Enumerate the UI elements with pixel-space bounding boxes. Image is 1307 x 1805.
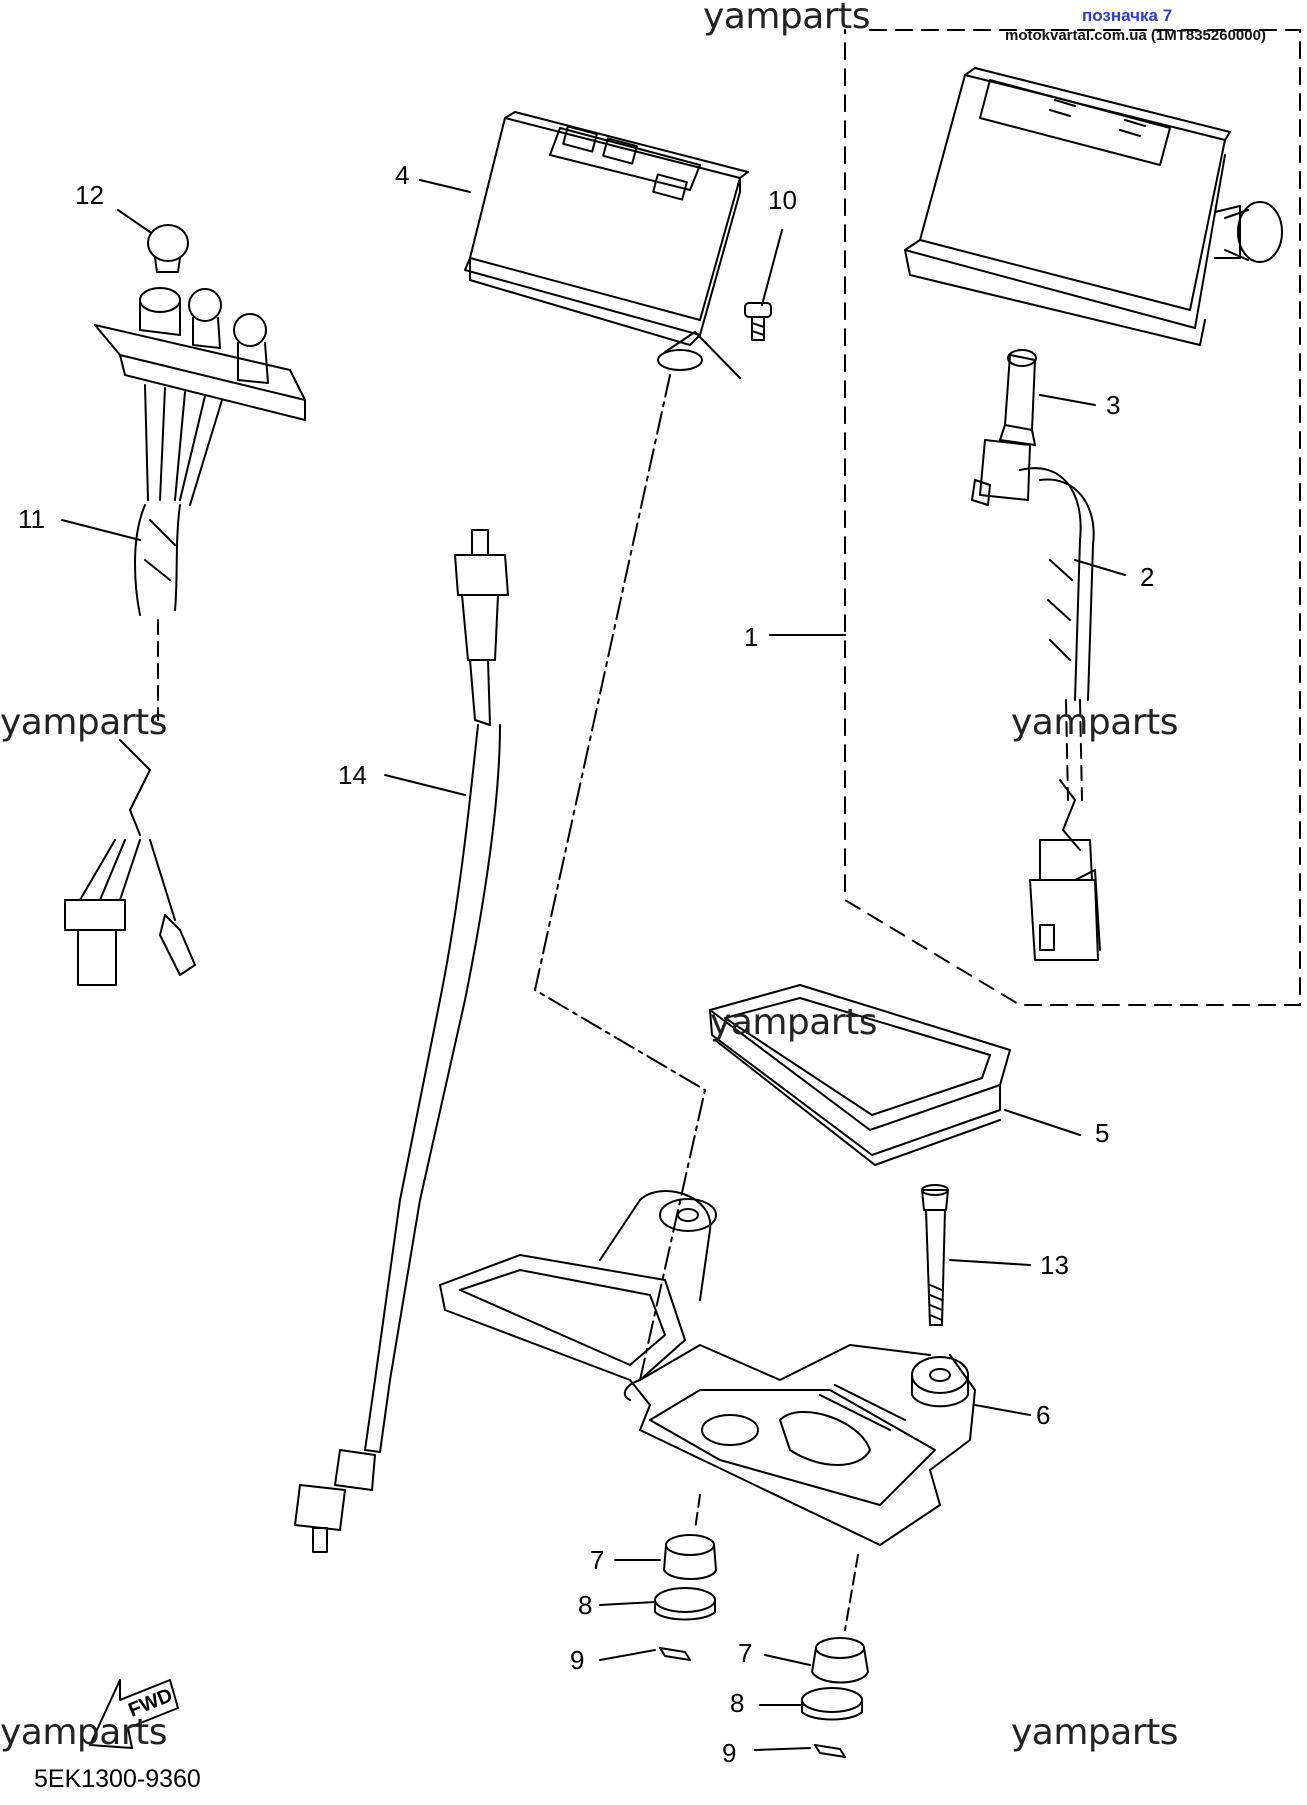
callout-12: 12 — [75, 180, 104, 210]
reference-label[interactable]: позначка 7 — [1082, 6, 1173, 25]
callout-7: 7 — [590, 1545, 605, 1575]
callout-leader-4 — [419, 179, 471, 193]
callout-9: 9 — [722, 1738, 737, 1768]
bulb — [999, 349, 1037, 446]
callout-leader-6 — [974, 1404, 1031, 1416]
callout-leader-14 — [384, 774, 466, 796]
callout-leader-9b — [754, 1747, 811, 1751]
callout-leader-12 — [117, 209, 151, 233]
watermark: yamparts — [1011, 1712, 1179, 1753]
meter-bracket — [439, 1190, 976, 1546]
watermark: yamparts — [703, 0, 871, 37]
meter-housing — [464, 111, 749, 379]
speedometer-cable — [294, 529, 509, 1553]
damper-set-left — [654, 1494, 717, 1661]
callout-8: 8 — [578, 1590, 593, 1620]
callout-1: 1 — [744, 622, 759, 652]
callout-3: 3 — [1106, 390, 1121, 420]
watermark: yamparts — [710, 1002, 878, 1043]
callout-11: 11 — [18, 504, 45, 534]
callout-6: 6 — [1036, 1400, 1051, 1430]
callout-leader-11 — [61, 519, 141, 541]
callout-leader-2 — [1074, 559, 1126, 576]
watermark: yamparts — [0, 702, 168, 743]
forward-arrow-icon — [89, 1679, 179, 1749]
callout-13: 13 — [1040, 1250, 1069, 1280]
callout-4: 4 — [395, 160, 410, 190]
socket-cord — [971, 439, 1101, 961]
callout-10: 10 — [768, 185, 797, 215]
callout-leader-8a — [599, 1601, 656, 1606]
source-site: motokvartal.com.ua (1MT835260000) — [1005, 27, 1266, 44]
callout-7: 7 — [738, 1638, 753, 1668]
callout-leader-13 — [949, 1259, 1031, 1266]
callout-leader-3 — [1039, 394, 1096, 406]
watermark: yamparts — [0, 1712, 168, 1753]
indicator-harness — [64, 287, 306, 986]
callout-leader-7b — [764, 1654, 811, 1666]
callout-8: 8 — [730, 1688, 745, 1718]
callout-leader-5 — [1004, 1109, 1081, 1136]
indicator-bulb — [147, 224, 189, 273]
callout-2: 2 — [1140, 562, 1155, 592]
diagram-code: 5EK1300-9360 — [34, 1765, 201, 1793]
callout-14: 14 — [338, 760, 367, 790]
screw — [744, 302, 772, 341]
assembly-box — [844, 29, 1301, 1006]
damper-set-right — [801, 1554, 869, 1758]
callout-leader-10 — [761, 229, 783, 306]
meter-assembly — [904, 67, 1283, 346]
watermark: yamparts — [1011, 702, 1179, 743]
gasket — [709, 984, 1011, 1166]
bolt — [921, 1184, 949, 1326]
callout-9: 9 — [570, 1645, 585, 1675]
alignment-line — [534, 374, 706, 1381]
callout-leader-9a — [599, 1649, 656, 1661]
callout-5: 5 — [1095, 1118, 1110, 1148]
